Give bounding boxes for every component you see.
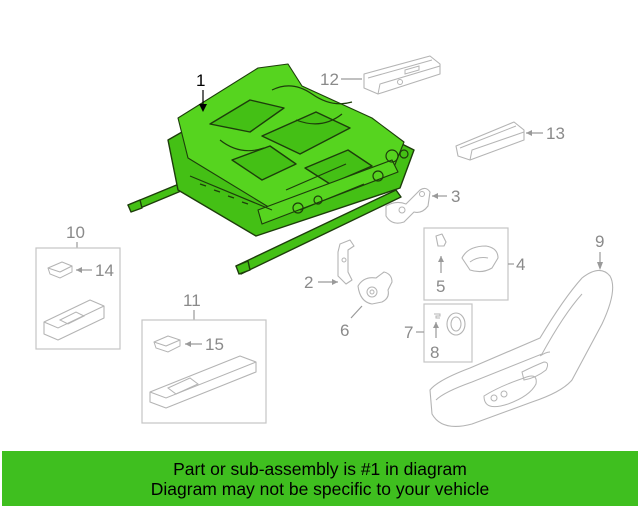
banner-line-1: Part or sub-assembly is #1 in diagram: [173, 458, 467, 479]
callout-5: 5: [436, 277, 445, 296]
part-14-clip: [47, 261, 73, 279]
part-4-knob: [461, 245, 499, 273]
callout-7: 7: [404, 323, 413, 342]
callout-4: 4: [516, 255, 525, 274]
parts-diagram: 1 12 13 3 10 14 11: [35, 55, 614, 427]
part-3-bracket: [385, 187, 431, 224]
callout-3: 3: [451, 187, 460, 206]
banner-line-2: Diagram may not be specific to your vehi…: [150, 478, 490, 499]
part-2-lever: [337, 239, 355, 285]
callout-8: 8: [430, 343, 439, 362]
callout-10: 10: [66, 223, 85, 242]
part-6-actuator: [357, 271, 393, 305]
part-8-knob: [446, 312, 466, 336]
callout-1: 1: [196, 71, 205, 90]
group-box-10: [35, 247, 121, 350]
part-5-screw: [435, 233, 447, 247]
part-7-clip: [434, 313, 441, 319]
group-box-11: [141, 319, 267, 424]
callout-14: 14: [95, 261, 114, 280]
seat-track-assembly-highlighted[interactable]: [127, 63, 415, 275]
part-9-side-shield: [429, 269, 614, 427]
part-12-bracket: [363, 55, 441, 95]
part-13-bracket: [455, 121, 525, 161]
callout-13: 13: [546, 124, 565, 143]
callout-12: 12: [320, 70, 339, 89]
callout-15: 15: [205, 335, 224, 354]
info-banner: Part or sub-assembly is #1 in diagram Di…: [2, 451, 638, 506]
part-15-clip: [153, 335, 181, 353]
callout-11: 11: [183, 291, 201, 310]
group-box-7-8: [423, 303, 473, 363]
part-11-cover: [149, 355, 257, 409]
part-10-cover: [43, 299, 105, 341]
callout-2: 2: [304, 273, 313, 292]
callout-6: 6: [340, 321, 349, 340]
callout-9: 9: [595, 232, 604, 251]
